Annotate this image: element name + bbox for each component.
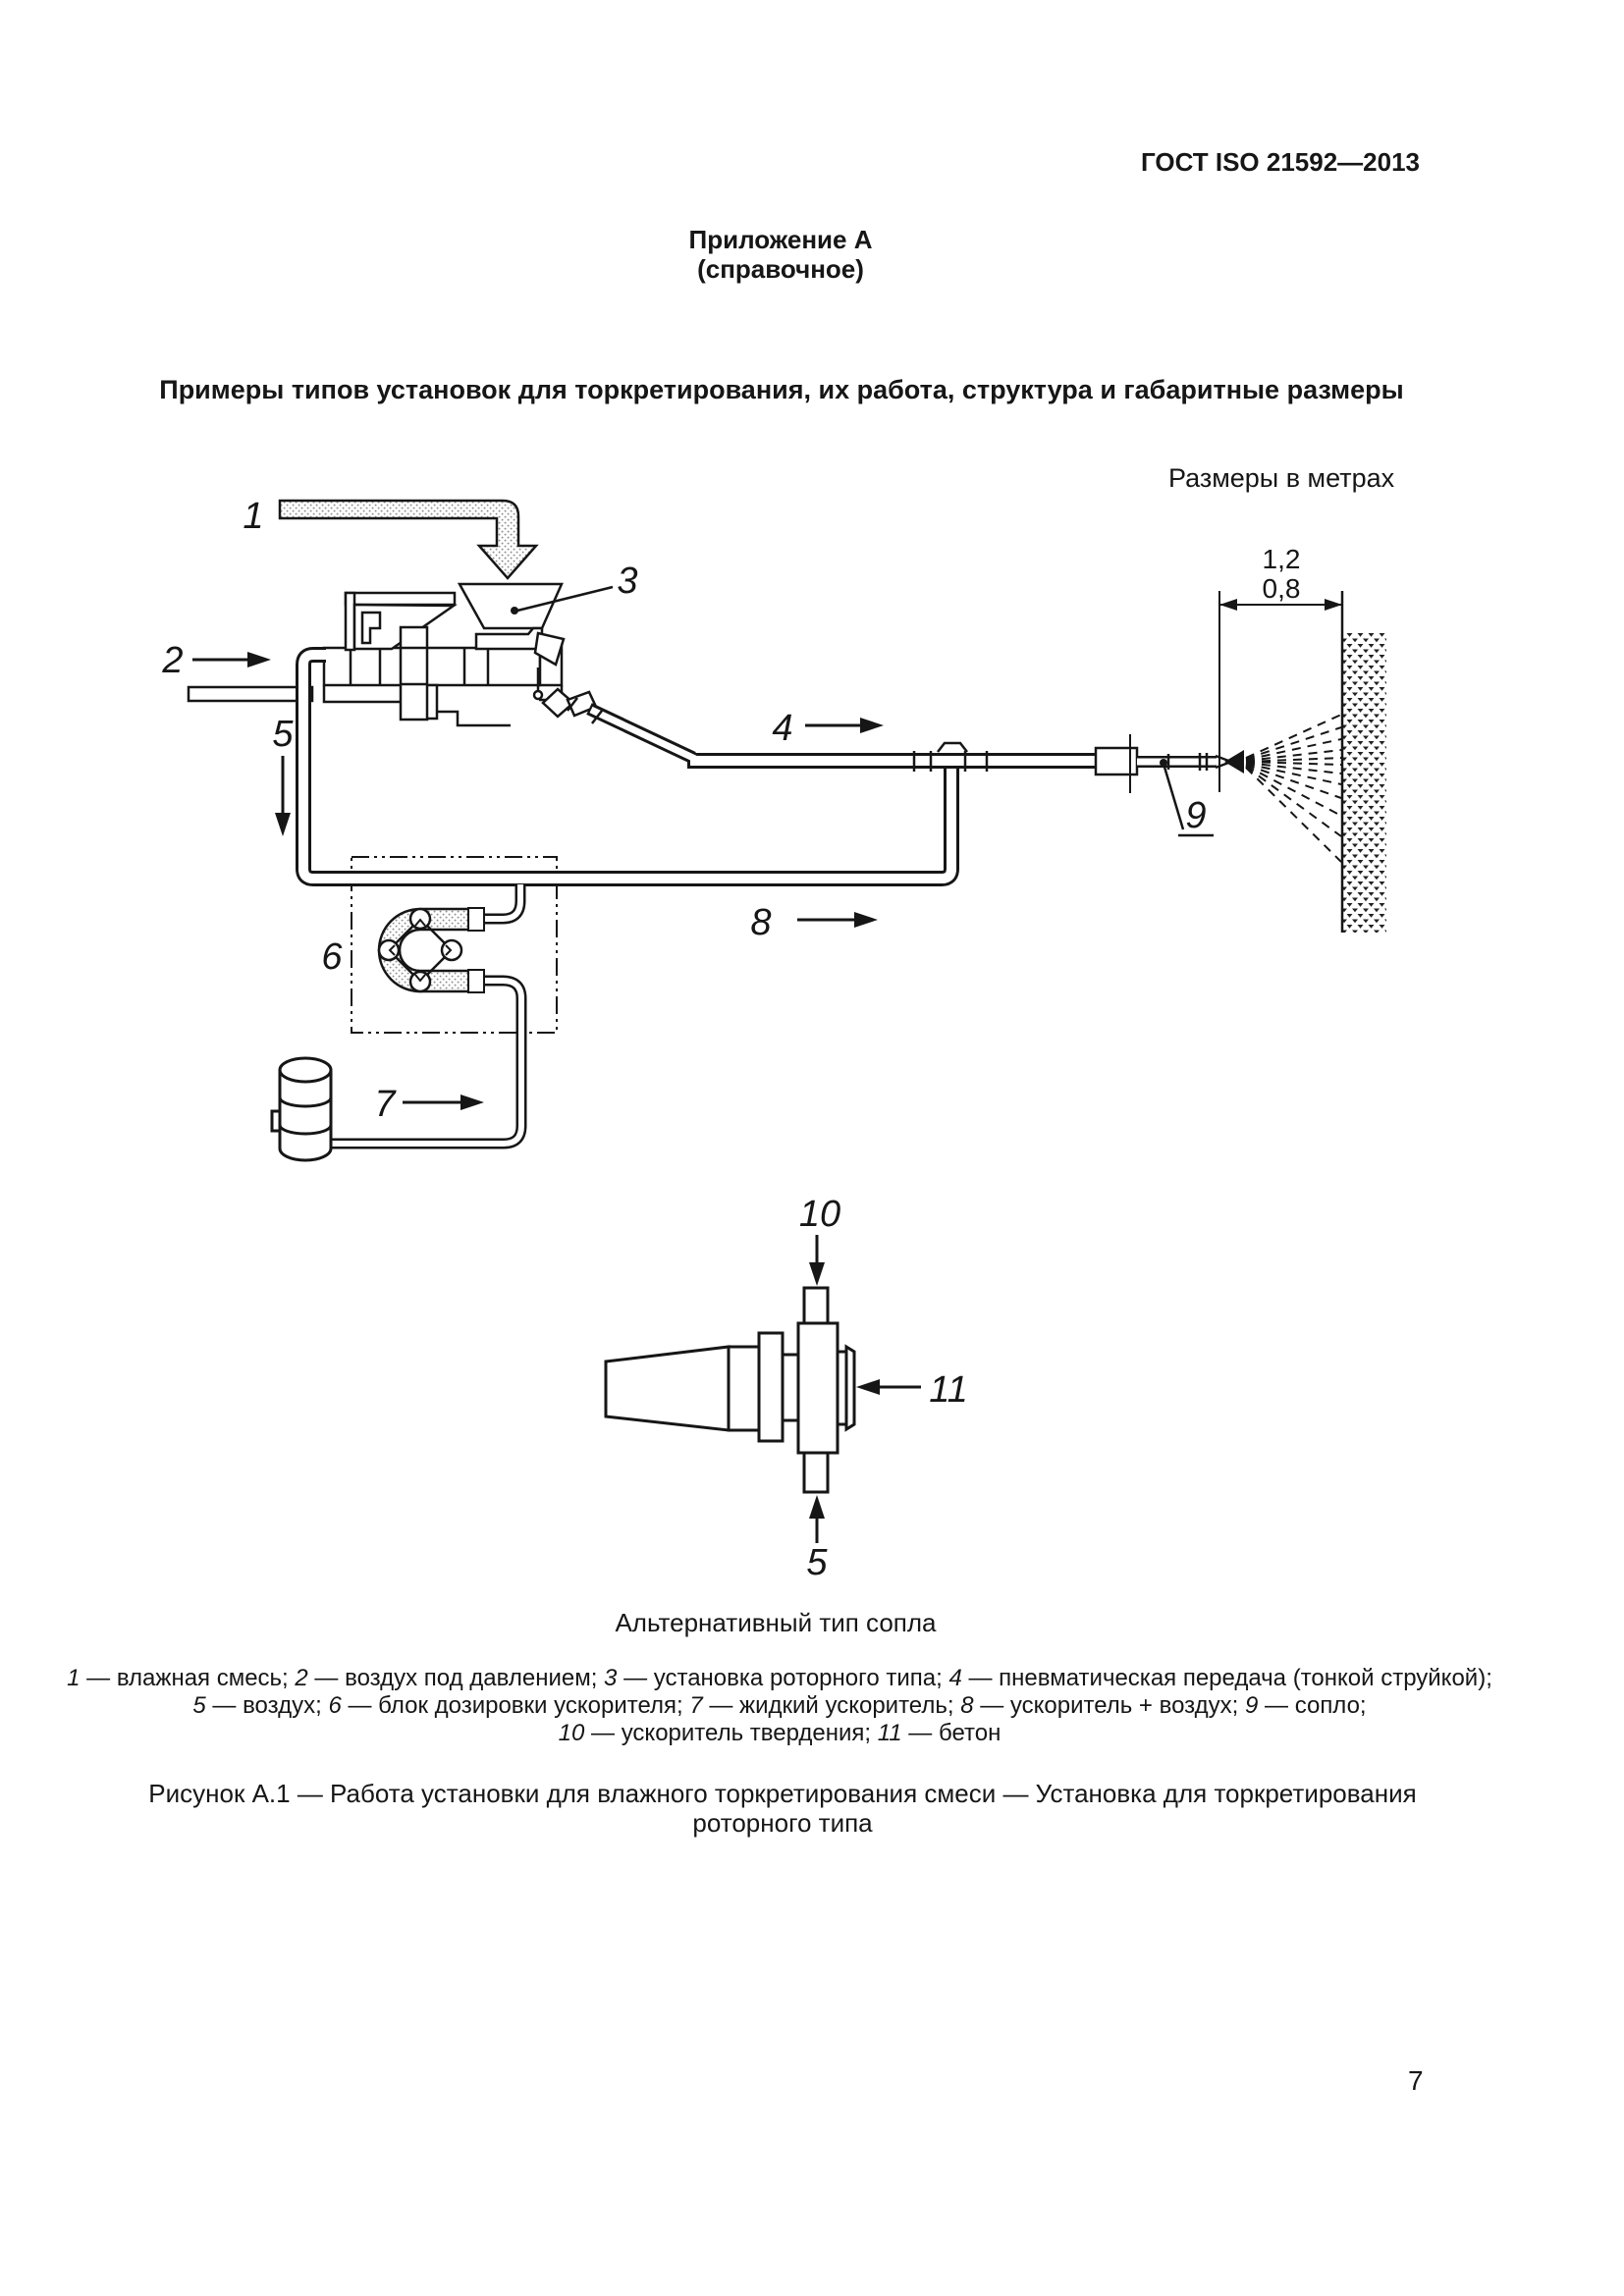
sprayed-wall: [1340, 591, 1386, 933]
dosing-pump: [377, 907, 485, 993]
page-number: 7: [1408, 2065, 1424, 2096]
label-1: 1: [243, 496, 263, 537]
dimension-lower: 0,8: [1263, 573, 1301, 604]
figure-caption-line2: роторного типа: [692, 1808, 873, 1838]
legend-line-3: 10 — ускоритель твердения; 11 — бетон: [558, 1720, 1001, 1746]
label-3: 3: [617, 561, 637, 602]
figure-labels: 1 2 3 5 4 8 6 7 9: [161, 496, 1214, 1125]
spray-nozzle: [1224, 714, 1342, 863]
label-11: 11: [929, 1369, 967, 1411]
label-2: 2: [161, 640, 183, 681]
dimension-upper: 1,2: [1263, 544, 1301, 574]
label-5-alt: 5: [806, 1542, 828, 1583]
alt-nozzle-caption: Альтернативный тип сопла: [615, 1608, 937, 1637]
accelerator-barrel: [270, 1056, 333, 1162]
figure-caption: Рисунок А.1 — Работа установки для влажн…: [0, 1779, 1565, 1838]
delivery-pipe: [567, 697, 1232, 793]
label-9: 9: [1185, 795, 1206, 836]
alternative-nozzle: [604, 1286, 856, 1494]
hopper: [457, 582, 564, 630]
label-5: 5: [272, 714, 294, 755]
label-8: 8: [750, 902, 771, 943]
figure-legend: 1 — влажная смесь; 2 — воздух под давлен…: [0, 1665, 1559, 1747]
units-note: Размеры в метрах: [1168, 463, 1395, 493]
label-6: 6: [321, 936, 343, 978]
label-10: 10: [799, 1194, 840, 1235]
legend-line-1: 1 — влажная смесь; 2 — воздух под давлен…: [67, 1665, 1492, 1691]
page-title: Примеры типов установок для торкретирова…: [159, 375, 1404, 404]
label-7: 7: [374, 1084, 397, 1125]
label-4: 4: [772, 708, 792, 749]
legend-line-2: 5 — воздух; 6 — блок дозировки ускорител…: [192, 1692, 1367, 1719]
wet-mix-arrow-icon: [278, 499, 539, 580]
document-header: ГОСТ ISO 21592—2013: [1141, 147, 1421, 177]
dosing-unit-box: [351, 856, 558, 1034]
rotary-machine: [322, 582, 598, 727]
alternative-nozzle-labels: 10 11 5: [799, 1194, 968, 1583]
figure-caption-line1: Рисунок А.1 — Работа установки для влажн…: [148, 1779, 1417, 1808]
appendix-heading: Приложение А (справочное): [0, 225, 1561, 284]
air-accelerator-pipe: [296, 647, 959, 1149]
tow-bar: [187, 685, 314, 703]
distance-dimension: 1,2 0,8: [1218, 544, 1342, 792]
appendix-subtitle: (справочное): [697, 254, 864, 284]
appendix-title: Приложение А: [688, 225, 873, 254]
